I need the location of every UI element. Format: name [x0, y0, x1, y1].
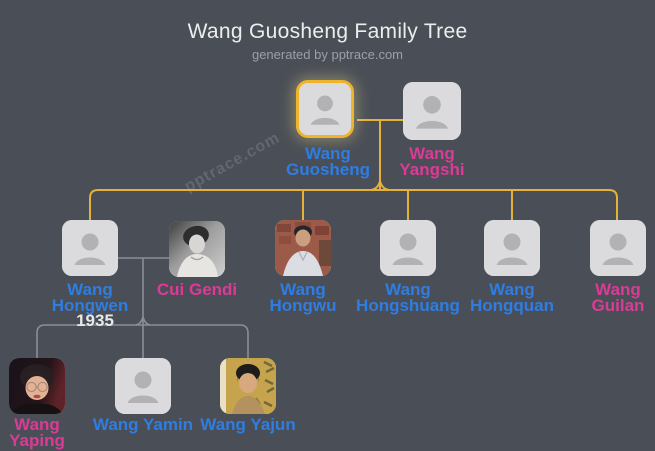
avatar-wang-yaping-photo[interactable]: [9, 358, 65, 414]
label-wang-hongwu[interactable]: Wang Hongwu: [269, 280, 337, 315]
label-wang-yamin[interactable]: Wang Yamin: [92, 415, 194, 434]
avatar-wang-yangshi[interactable]: [403, 82, 461, 140]
ancestor-connector-lines: [89, 119, 618, 220]
person-placeholder-icon: [590, 220, 646, 276]
avatar-wang-yamin[interactable]: [115, 358, 171, 414]
person-placeholder-icon: [299, 83, 351, 135]
label-wang-hongquan[interactable]: Wang Hongquan: [469, 280, 555, 315]
label-wang-hongwen[interactable]: Wang Hongwen: [51, 280, 129, 315]
label-wang-yaping[interactable]: Wang Yaping: [9, 415, 65, 450]
label-wang-yangshi[interactable]: Wang Yangshi: [399, 144, 465, 179]
descent-connector-lines: [36, 257, 249, 358]
wang-yajun-photo: [220, 358, 276, 414]
avatar-cui-gendi-photo[interactable]: [169, 221, 225, 277]
avatar-wang-hongwu-photo[interactable]: [275, 220, 331, 276]
avatar-wang-hongwen[interactable]: [62, 220, 118, 276]
label-wang-yajun[interactable]: Wang Yajun: [200, 415, 296, 434]
person-placeholder-icon: [62, 220, 118, 276]
avatar-wang-hongquan[interactable]: [484, 220, 540, 276]
person-placeholder-icon: [115, 358, 171, 414]
person-placeholder-icon: [403, 82, 461, 140]
avatar-wang-guilan[interactable]: [590, 220, 646, 276]
wang-yaping-photo: [9, 358, 65, 414]
wang-hongwu-photo: [275, 220, 331, 276]
person-placeholder-icon: [484, 220, 540, 276]
label-cui-gendi[interactable]: Cui Gendi: [156, 280, 238, 299]
avatar-wang-yajun-photo[interactable]: [220, 358, 276, 414]
page-subtitle: generated by pptrace.com: [251, 47, 404, 62]
avatar-wang-guosheng[interactable]: [296, 80, 354, 138]
page-title: Wang Guosheng Family Tree: [187, 20, 468, 43]
label-wang-guilan[interactable]: Wang Guilan: [591, 280, 645, 315]
avatar-wang-hongshuang[interactable]: [380, 220, 436, 276]
label-wang-hongshuang[interactable]: Wang Hongshuang: [356, 280, 460, 315]
cui-gendi-photo: [169, 221, 225, 277]
marriage-year: 1935: [76, 311, 114, 330]
label-wang-guosheng[interactable]: Wang Guosheng: [285, 144, 371, 179]
person-placeholder-icon: [380, 220, 436, 276]
